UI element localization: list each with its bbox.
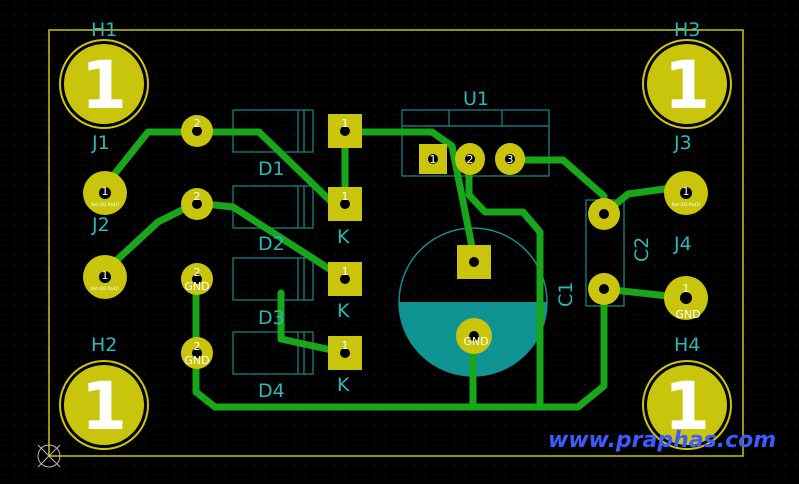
origin-crosshair-icon [37, 444, 61, 468]
svg-text:2: 2 [194, 117, 201, 130]
connector-j2-pad: 1 Net-(D2-Pad2) [83, 255, 127, 299]
connector-j4-pad: 1 GND [664, 276, 708, 321]
label-d4: D4 [258, 380, 285, 402]
diode-d4-anode-pad: 2 GND [181, 337, 213, 369]
label-d3: D3 [258, 307, 285, 329]
label-h2: H2 [91, 334, 117, 356]
mount-pad-number: 1 [81, 47, 127, 124]
label-u1: U1 [463, 88, 489, 110]
connector-j1-pad: 1 Net-(D2-Pad2) [83, 171, 127, 215]
reference-labels: H1 H2 H3 H4 J1 J2 J3 J4 D1 D2 D3 D4 U1 K… [91, 19, 700, 402]
label-d2: D2 [258, 233, 285, 255]
svg-text:1: 1 [430, 153, 437, 166]
mounting-hole-h2: 1 [59, 360, 149, 450]
svg-text:1: 1 [102, 269, 109, 282]
svg-text:Net-(D2-Pad2): Net-(D2-Pad2) [91, 286, 120, 291]
label-h3: H3 [674, 19, 700, 41]
mount-pad-number: 1 [664, 368, 710, 445]
svg-text:2: 2 [467, 153, 474, 166]
label-h4: H4 [674, 334, 700, 356]
label-c1: C1 [555, 282, 577, 307]
diode-d3-anode-pad: 2 GND [181, 263, 213, 295]
svg-text:Net-(D2-Pad2): Net-(D2-Pad2) [672, 202, 701, 207]
svg-text:2: 2 [194, 190, 201, 203]
label-j2: J2 [91, 214, 110, 236]
board-outline [48, 29, 744, 457]
label-d1: D1 [258, 158, 285, 180]
label-j3: J3 [673, 132, 692, 154]
mounting-hole-h4: 1 [642, 360, 732, 450]
svg-text:1: 1 [102, 185, 109, 198]
label-j1: J1 [91, 132, 110, 154]
label-j4: J4 [673, 233, 692, 255]
svg-text:1: 1 [342, 265, 349, 278]
diode-d3-cathode-pad: 1 [328, 262, 362, 296]
svg-text:2: 2 [194, 266, 201, 279]
svg-text:1: 1 [342, 339, 349, 352]
diode-d2-anode-pad: 2 [181, 188, 213, 220]
capacitor-c1-pads: GND [456, 245, 492, 354]
svg-text:1: 1 [342, 190, 349, 203]
svg-text:1: 1 [342, 117, 349, 130]
diode-d4-cathode-pad: 1 [328, 336, 362, 370]
mount-pad-number: 1 [664, 47, 710, 124]
svg-text:GND: GND [675, 308, 700, 321]
diode-d1-anode-pad: 2 [181, 115, 213, 147]
svg-text:Net-(D2-Pad2): Net-(D2-Pad2) [91, 202, 120, 207]
mounting-hole-h3: 1 [642, 39, 732, 129]
watermark-text: www.praphas.com [548, 428, 776, 453]
diode-d1-cathode-pad: 1 [328, 114, 362, 148]
label-h1: H1 [91, 19, 117, 41]
connector-j3-pad: 1 Net-(D2-Pad2) [664, 171, 708, 215]
svg-text:GND: GND [463, 335, 488, 348]
svg-text:GND: GND [184, 354, 209, 367]
svg-text:3: 3 [507, 153, 514, 166]
label-c2: C2 [631, 237, 653, 262]
regulator-u1-pads: 1 2 3 [419, 143, 525, 175]
capacitor-c2-pads [588, 198, 620, 305]
svg-text:1: 1 [683, 282, 690, 295]
svg-text:1: 1 [683, 185, 690, 198]
diode-d2-cathode-pad: 1 [328, 187, 362, 221]
svg-text:2: 2 [194, 340, 201, 353]
label-k-d3: K [337, 300, 350, 322]
label-k-d4: K [337, 374, 350, 396]
mount-pad-number: 1 [81, 368, 127, 445]
label-k-d2: K [337, 226, 350, 248]
mounting-hole-h1: 1 [59, 39, 149, 129]
svg-text:GND: GND [184, 280, 209, 293]
